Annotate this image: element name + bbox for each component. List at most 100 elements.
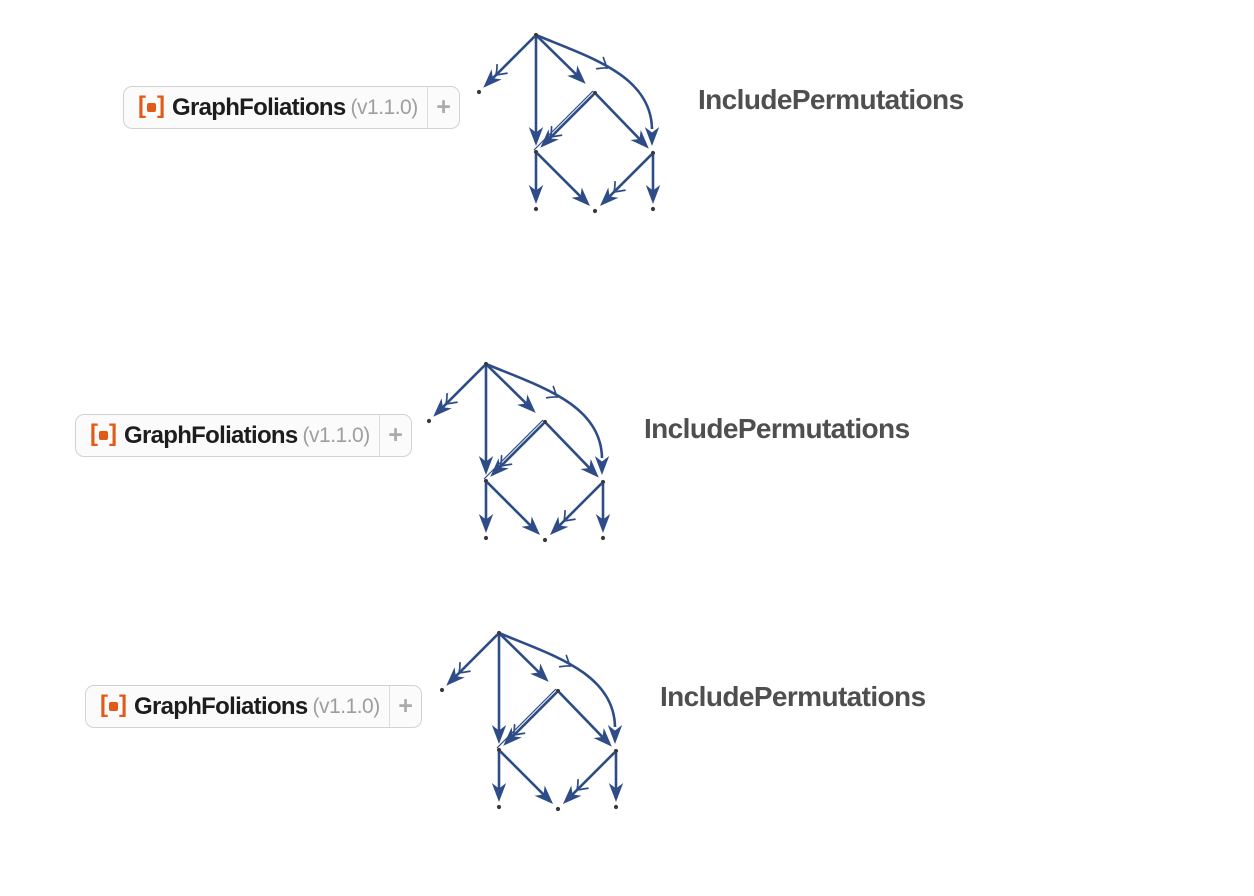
- graph-edge: [536, 35, 579, 77]
- graph-node: [555, 688, 561, 694]
- expand-plus-button[interactable]: +: [388, 421, 403, 449]
- small-hook-arrowhead: [499, 454, 513, 468]
- graph-node: [533, 149, 539, 155]
- icon-square: [109, 702, 118, 711]
- resource-function-version: (v1.1.0): [312, 694, 381, 718]
- resource-function-badge[interactable]: [ ] GraphFoliations (v1.1.0) +: [75, 414, 412, 457]
- graph-node: [483, 535, 489, 541]
- graph-node: [592, 208, 598, 214]
- graph-node: [483, 361, 489, 367]
- expand-plus-button[interactable]: +: [436, 93, 451, 121]
- graph-node: [542, 419, 548, 425]
- graph-node: [496, 804, 502, 810]
- graph-edge: [570, 751, 616, 797]
- graph-node: [476, 89, 482, 95]
- include-permutations-label: IncludePermutations: [660, 681, 926, 712]
- arrowhead: [595, 514, 611, 533]
- expand-plus-button[interactable]: +: [398, 692, 413, 720]
- graph-node: [555, 806, 561, 812]
- foliation-graph-output: [439, 630, 624, 812]
- arrowhead: [630, 130, 649, 149]
- arrowhead: [567, 65, 586, 84]
- graph-node: [600, 535, 606, 541]
- resource-function-name: GraphFoliations: [124, 421, 298, 449]
- icon-right-bracket: ]: [119, 690, 127, 718]
- include-permutations-label: IncludePermutations: [644, 413, 910, 444]
- graph-node: [650, 150, 656, 156]
- resource-function-icon: [ ]: [100, 690, 127, 719]
- arrowhead: [540, 129, 559, 148]
- graph-edge: [558, 691, 605, 739]
- graph-edge: [486, 364, 529, 406]
- graph-edge: [498, 631, 617, 728]
- arrowhead: [478, 514, 494, 533]
- graph-edge-thin: [533, 90, 594, 151]
- graph-node: [600, 479, 606, 485]
- arrowhead: [608, 783, 624, 802]
- graph-node: [439, 687, 445, 693]
- graph-edge: [607, 153, 653, 199]
- arrowhead: [503, 727, 522, 746]
- arrowhead: [528, 127, 544, 146]
- arrowhead: [433, 398, 452, 417]
- small-hook-arrowhead: [457, 661, 471, 675]
- include-permutations-label: IncludePermutations: [698, 84, 964, 115]
- graph-node: [613, 804, 619, 810]
- arrowhead: [528, 185, 544, 204]
- small-hook-arrowhead: [494, 63, 508, 77]
- badge-divider: [389, 686, 390, 727]
- icon-right-bracket: ]: [109, 419, 117, 447]
- resource-function-badge[interactable]: [ ] GraphFoliations (v1.1.0) +: [123, 86, 460, 129]
- graph-edge: [535, 33, 654, 130]
- arrowhead: [593, 728, 612, 747]
- foliation-graph-output: [476, 32, 661, 214]
- graph-node: [613, 748, 619, 754]
- graph-edge: [510, 691, 558, 739]
- resource-function-version: (v1.1.0): [302, 423, 371, 447]
- arrowhead: [490, 458, 509, 477]
- graph-node: [542, 537, 548, 543]
- graph-edge: [545, 422, 592, 470]
- small-hook-arrowhead: [612, 180, 626, 194]
- resource-function-name: GraphFoliations: [172, 93, 346, 121]
- arrowhead: [571, 187, 591, 207]
- icon-left-bracket: [: [100, 690, 108, 718]
- resource-function-badge[interactable]: [ ] GraphFoliations (v1.1.0) +: [85, 685, 422, 728]
- small-hook-arrowhead: [545, 385, 559, 399]
- small-hook-arrowhead: [575, 778, 589, 792]
- arrowhead: [607, 725, 623, 744]
- arrowhead: [534, 785, 554, 805]
- graph-edge-thin: [483, 419, 544, 480]
- graph-edge: [557, 482, 603, 528]
- graph-edge: [485, 362, 604, 459]
- small-hook-arrowhead: [549, 125, 563, 139]
- graph-edge: [490, 35, 536, 81]
- arrowhead: [580, 459, 599, 478]
- graph-edge: [595, 93, 642, 141]
- arrowhead: [594, 456, 610, 475]
- icon-right-bracket: ]: [157, 91, 165, 119]
- icon-square: [147, 103, 156, 112]
- foliation-graph-output: [426, 361, 611, 543]
- icon-square: [99, 431, 108, 440]
- graph-edge-thin: [496, 688, 557, 749]
- small-hook-arrowhead: [562, 509, 576, 523]
- icon-left-bracket: [: [138, 91, 146, 119]
- graph-edge: [440, 364, 486, 410]
- graph-node: [496, 747, 502, 753]
- small-hook-arrowhead: [595, 56, 609, 70]
- graph-edge: [497, 422, 545, 470]
- graph-edge: [486, 481, 533, 528]
- graph-edge: [499, 750, 546, 797]
- arrowhead: [491, 783, 507, 802]
- arrowhead: [521, 516, 541, 536]
- badge-divider: [379, 415, 380, 456]
- resource-function-version: (v1.1.0): [350, 95, 419, 119]
- icon-left-bracket: [: [90, 419, 98, 447]
- arrowhead: [645, 185, 661, 204]
- graph-node: [533, 32, 539, 38]
- arrowhead: [549, 516, 569, 536]
- graph-node: [496, 630, 502, 636]
- graph-edge: [453, 633, 499, 679]
